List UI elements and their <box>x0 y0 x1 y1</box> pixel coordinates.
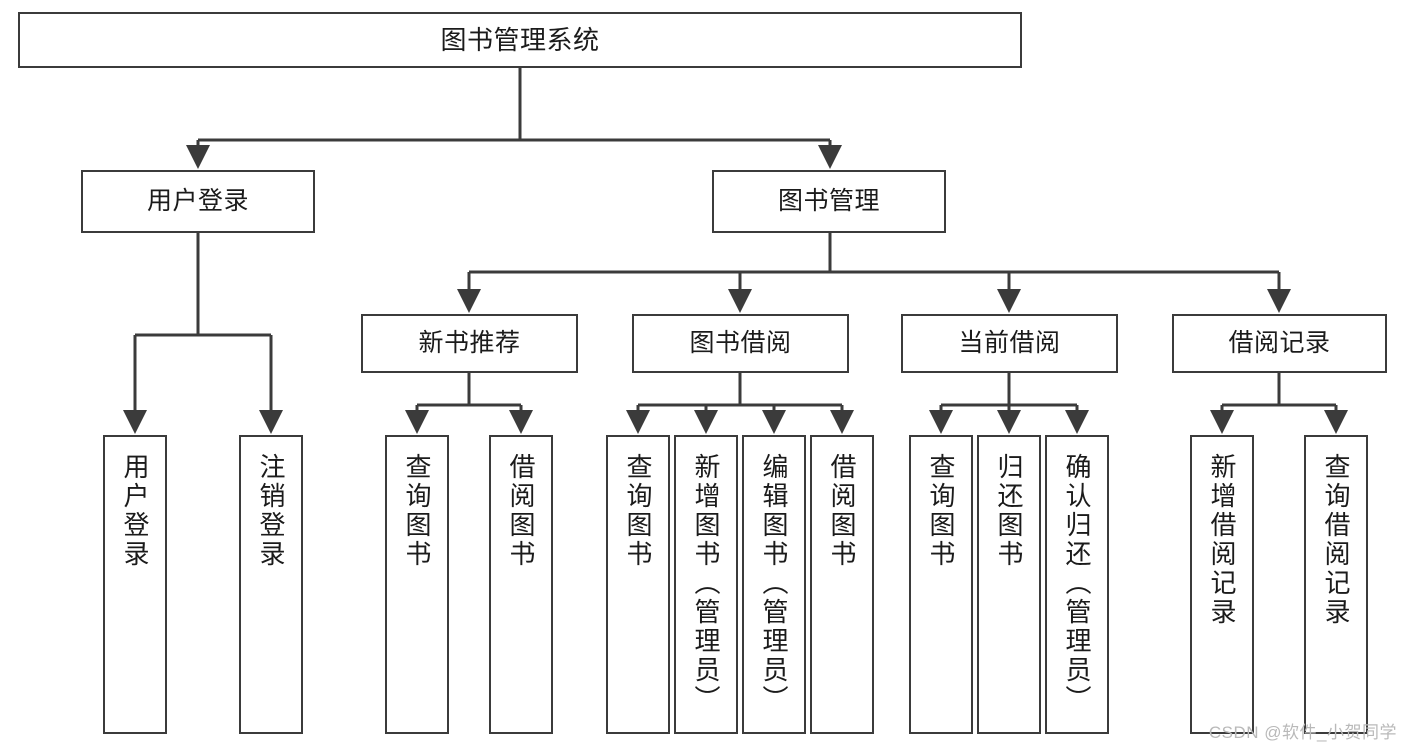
node-label: 查询图书 <box>402 453 432 569</box>
leaf-user-login-logout[interactable]: 注销登录 <box>239 435 303 734</box>
node-label: 注销登录 <box>256 453 286 569</box>
node-label: 归还图书 <box>994 453 1024 569</box>
leaf-current-borrow-confirm-return[interactable]: 确认归还（管理员） <box>1045 435 1109 734</box>
node-label: 用户登录 <box>120 453 150 569</box>
node-label: 图书管理 <box>777 186 880 215</box>
node-label: 编辑图书（管理员） <box>759 453 789 714</box>
leaf-borrow-record-add[interactable]: 新增借阅记录 <box>1190 435 1254 734</box>
node-label: 借阅图书 <box>827 453 857 569</box>
node-book-borrow[interactable]: 图书借阅 <box>632 314 849 373</box>
leaf-current-borrow-return[interactable]: 归还图书 <box>977 435 1041 734</box>
leaf-new-book-borrow[interactable]: 借阅图书 <box>489 435 553 734</box>
node-label: 用户登录 <box>146 186 249 215</box>
node-borrow-record[interactable]: 借阅记录 <box>1172 314 1387 373</box>
node-label: 借阅图书 <box>506 453 536 569</box>
node-label: 确认归还（管理员） <box>1062 453 1092 714</box>
node-label: 当前借阅 <box>958 328 1061 357</box>
node-label: 查询图书 <box>623 453 653 569</box>
leaf-book-borrow-add[interactable]: 新增图书（管理员） <box>674 435 738 734</box>
leaf-current-borrow-query[interactable]: 查询图书 <box>909 435 973 734</box>
leaf-user-login-login[interactable]: 用户登录 <box>103 435 167 734</box>
node-label: 查询图书 <box>926 453 956 569</box>
csdn-watermark: CSDN @软件_小贺同学 <box>1208 723 1397 742</box>
node-label: 图书管理系统 <box>440 24 600 55</box>
leaf-new-book-query[interactable]: 查询图书 <box>385 435 449 734</box>
node-label: 图书借阅 <box>689 328 792 357</box>
leaf-book-borrow-query[interactable]: 查询图书 <box>606 435 670 734</box>
node-current-borrow[interactable]: 当前借阅 <box>901 314 1118 373</box>
node-book-management[interactable]: 图书管理 <box>712 170 946 233</box>
leaf-book-borrow-borrow[interactable]: 借阅图书 <box>810 435 874 734</box>
node-label: 查询借阅记录 <box>1321 453 1351 627</box>
leaf-book-borrow-edit[interactable]: 编辑图书（管理员） <box>742 435 806 734</box>
node-label: 借阅记录 <box>1228 328 1331 357</box>
node-user-login[interactable]: 用户登录 <box>81 170 315 233</box>
leaf-borrow-record-query[interactable]: 查询借阅记录 <box>1304 435 1368 734</box>
node-label: 新增借阅记录 <box>1207 453 1237 627</box>
node-label: 新书推荐 <box>418 328 521 357</box>
node-label: 新增图书（管理员） <box>691 453 721 714</box>
node-root-library-system[interactable]: 图书管理系统 <box>18 12 1022 68</box>
node-new-book-recommend[interactable]: 新书推荐 <box>361 314 578 373</box>
